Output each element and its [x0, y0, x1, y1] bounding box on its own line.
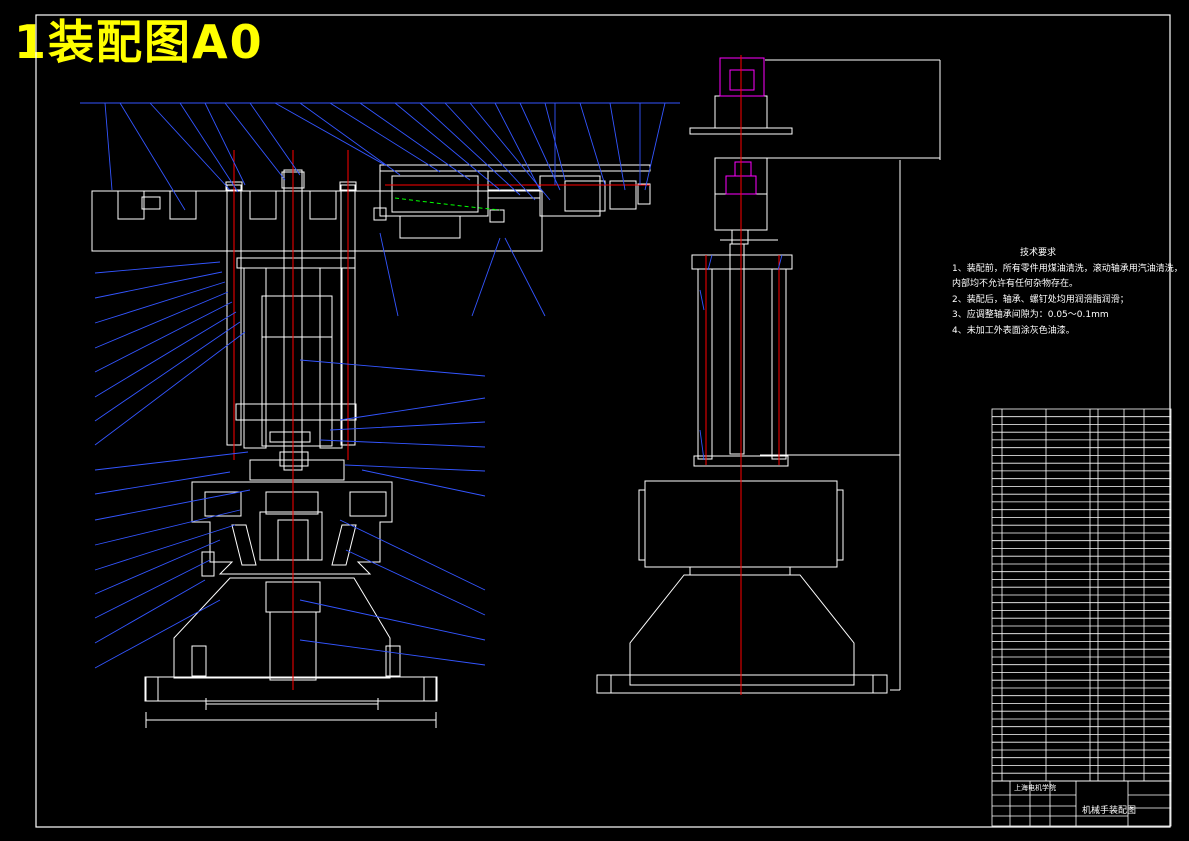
side-view: [596, 59, 941, 694]
hatch-line: [394, 197, 501, 211]
tech-item: 2、装配后，轴承、螺钉处均用润滑脂润滑；: [952, 294, 1129, 305]
tech-heading: 技术要求: [1020, 248, 1057, 258]
pneumatic-gripper: [719, 57, 765, 195]
tech-item: 3、应调整轴承间隙为：0.05～0.1mm: [952, 310, 1109, 320]
tech-item: 4、未加工外表面涂灰色油漆。: [952, 325, 1075, 336]
tech-item: 内部均不允许有任何杂物存在。: [952, 279, 1079, 289]
tech-item: 1、装配前，所有零件用煤油清洗，滚动轴承用汽油清洗，: [952, 263, 1183, 274]
technical-requirements: 技术要求 1、装配前，所有零件用煤油清洗，滚动轴承用汽油清洗， 内部均不允许有任…: [952, 246, 1183, 339]
side-leaders: [699, 254, 783, 461]
drawing-title: 1装配图A0: [14, 15, 264, 69]
leader-lines: [80, 102, 680, 669]
front-view: [91, 164, 651, 728]
drawing-name: 机械手装配图: [1082, 806, 1137, 816]
centerlines-front: [233, 150, 650, 690]
outer-frame: [35, 14, 1171, 828]
parts-list: [991, 408, 1172, 827]
centerlines-side: [705, 55, 780, 695]
school-name: 上海电机学院: [1014, 784, 1056, 792]
